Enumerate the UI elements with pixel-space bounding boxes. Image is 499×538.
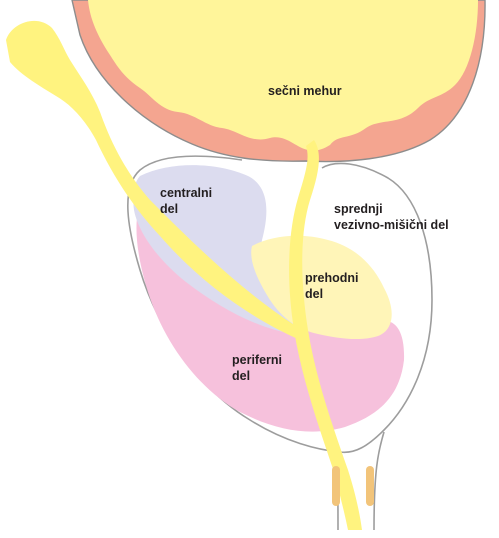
label-transition-line1: prehodni	[305, 270, 358, 286]
label-peripheral-zone: periferni del	[232, 352, 282, 384]
label-bladder: sečni mehur	[268, 83, 342, 99]
label-peripheral-line1: periferni	[232, 352, 282, 368]
sphincter-left	[332, 466, 340, 506]
label-transition-zone: prehodni del	[305, 270, 358, 302]
label-transition-line2: del	[305, 286, 358, 302]
urethra-sheath-right	[374, 432, 384, 530]
label-anterior-line2: vezivno-mišični del	[334, 217, 449, 233]
label-central-line1: centralni	[160, 185, 212, 201]
label-anterior-line1: sprednji	[334, 201, 449, 217]
label-central-zone: centralni del	[160, 185, 212, 217]
label-bladder-text: sečni mehur	[268, 83, 342, 99]
label-central-line2: del	[160, 201, 212, 217]
label-peripheral-line2: del	[232, 368, 282, 384]
sphincter-right	[366, 466, 374, 506]
label-anterior-zone: sprednji vezivno-mišični del	[334, 201, 449, 233]
